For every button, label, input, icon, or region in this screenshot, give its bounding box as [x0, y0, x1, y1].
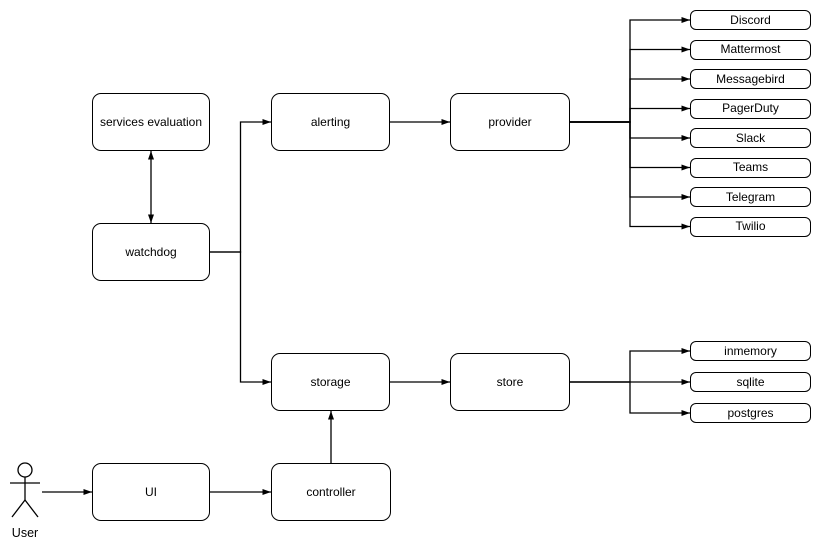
node-controller[interactable]: controller: [271, 463, 391, 521]
node-watchdog[interactable]: watchdog: [92, 223, 210, 281]
actor-legs: [11, 499, 39, 518]
edge-watchdog-alerting: [210, 119, 271, 253]
node-telegram[interactable]: Telegram: [690, 187, 811, 207]
node-storage[interactable]: storage: [271, 353, 390, 411]
node-slack[interactable]: Slack: [690, 128, 811, 148]
node-teams[interactable]: Teams: [690, 157, 811, 178]
node-pagerduty[interactable]: PagerDuty: [690, 98, 811, 119]
node-discord[interactable]: Discord: [690, 10, 811, 30]
edge-provider-pagerduty: [570, 105, 690, 123]
node-store[interactable]: store: [450, 353, 570, 411]
node-ui[interactable]: UI: [92, 463, 210, 521]
edge-watchdog-storage: [210, 251, 271, 385]
node-twilio[interactable]: Twilio: [690, 216, 811, 237]
node-provider[interactable]: provider: [450, 93, 570, 151]
node-sqlite[interactable]: sqlite: [690, 372, 811, 392]
node-alerting[interactable]: alerting: [271, 93, 390, 151]
node-services-evaluation[interactable]: services evaluation: [92, 93, 210, 151]
node-postgres[interactable]: postgres: [690, 403, 811, 423]
node-inmemory[interactable]: inmemory: [690, 341, 811, 361]
edge-store-inmemory: [570, 348, 690, 383]
user-actor-figure[interactable]: [0, 455, 60, 525]
node-mattermost[interactable]: Mattermost: [690, 39, 811, 60]
actor-head: [17, 462, 33, 478]
user-actor-label: User: [11, 526, 39, 540]
edge-store-postgres: [570, 381, 690, 416]
edge-provider-twilio: [570, 121, 690, 230]
node-messagebird[interactable]: Messagebird: [690, 69, 811, 89]
